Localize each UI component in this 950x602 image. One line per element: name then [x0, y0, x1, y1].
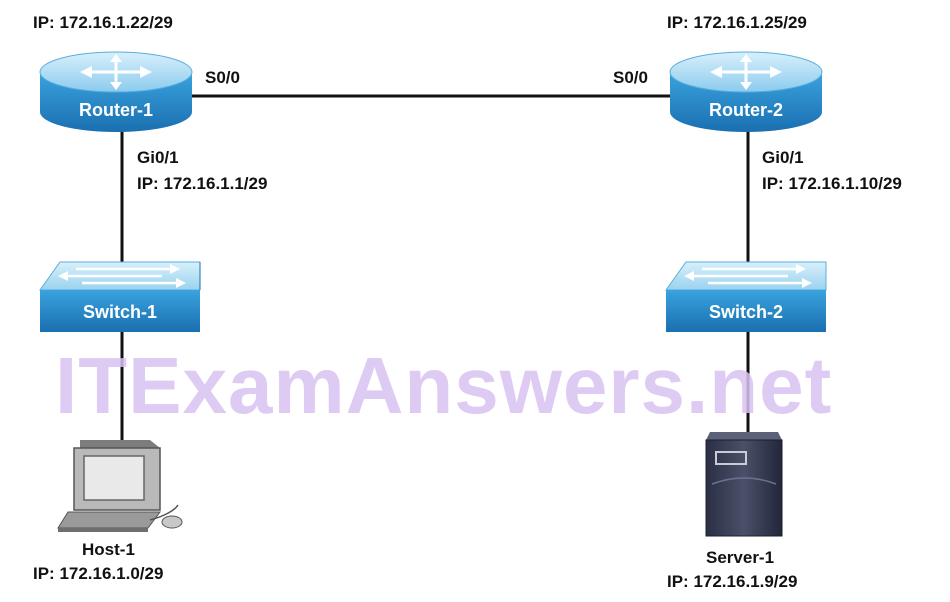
switch-2-name: Switch-2	[709, 302, 783, 322]
watermark-text: ITExamAnswers.net	[55, 341, 833, 430]
router-1-name: Router-1	[79, 100, 153, 120]
switch-1-name: Switch-1	[83, 302, 157, 322]
router-2-gi-ip-label: IP: 172.16.1.10/29	[762, 174, 902, 193]
links	[120, 94, 750, 440]
switch-1-icon[interactable]: Switch-1	[39, 261, 201, 332]
router-1-gi-label: Gi0/1	[137, 148, 179, 167]
router-2-ip-label: IP: 172.16.1.25/29	[667, 13, 807, 32]
router-2-gi-label: Gi0/1	[762, 148, 804, 167]
router-2-s0-label: S0/0	[613, 68, 648, 87]
router-1-s0-label: S0/0	[205, 68, 240, 87]
switch-2-icon[interactable]: Switch-2	[665, 261, 827, 332]
router-2-name: Router-2	[709, 100, 783, 120]
host-1-icon[interactable]	[57, 440, 183, 532]
host-1-name-label: Host-1	[82, 540, 135, 559]
router-1-icon[interactable]: Router-1	[39, 51, 193, 132]
router-1-gi-ip-label: IP: 172.16.1.1/29	[137, 174, 268, 193]
server-1-name-label: Server-1	[706, 548, 775, 567]
router-1-ip-label: IP: 172.16.1.22/29	[33, 13, 173, 32]
server-1-ip-label: IP: 172.16.1.9/29	[667, 572, 798, 591]
host-1-ip-label: IP: 172.16.1.0/29	[33, 564, 164, 583]
server-1-icon[interactable]	[705, 432, 783, 537]
router-2-icon[interactable]: Router-2	[669, 51, 823, 132]
